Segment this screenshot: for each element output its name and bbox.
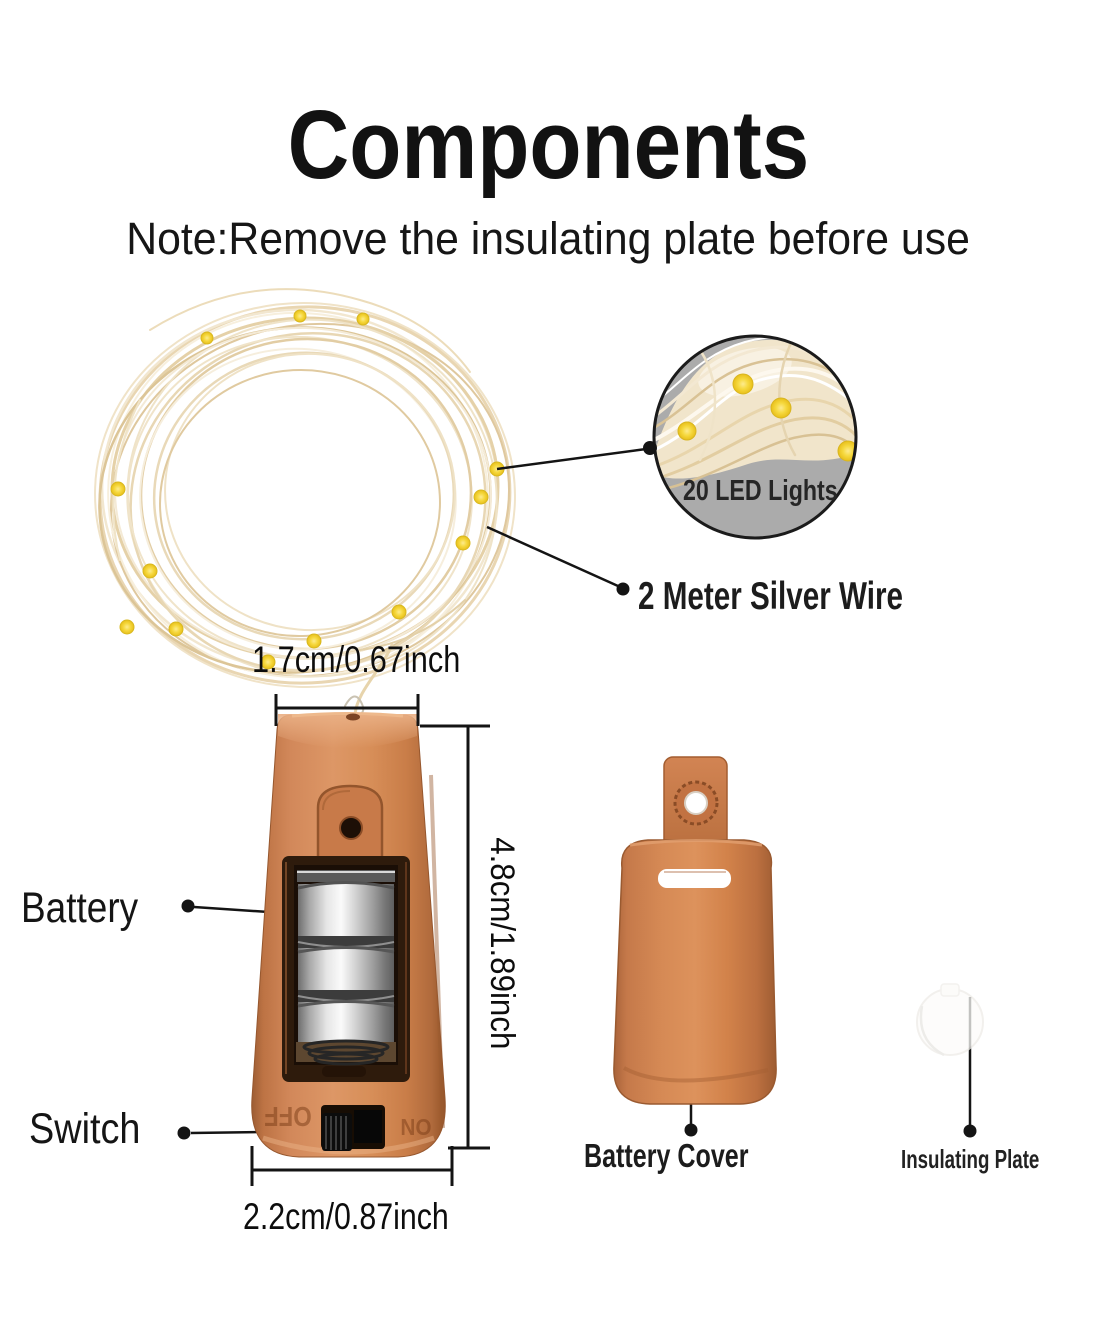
cork-light-unit xyxy=(251,712,446,1158)
cover-slot xyxy=(322,1066,366,1077)
battery-compartment xyxy=(282,856,410,1082)
height-dimension: 4.8cm/1.89inch xyxy=(483,836,521,1050)
insulating-plate-illustration xyxy=(916,983,984,1057)
battery-cells xyxy=(297,881,395,1042)
top-width-dimension: 1.7cm/0.67inch xyxy=(252,639,461,680)
battery-cover-illustration xyxy=(613,756,777,1105)
dimension-lines xyxy=(250,694,490,1186)
led-count-label: 20 LED Lights xyxy=(683,475,838,507)
cover-tab-slot xyxy=(658,869,731,888)
hanging-hole xyxy=(316,784,384,864)
switch-label: Switch xyxy=(29,1105,141,1153)
insulating-plate-label: Insulating Plate xyxy=(901,1144,1040,1174)
battery-label: Battery xyxy=(21,884,139,932)
silver-wire-label: 2 Meter Silver Wire xyxy=(638,575,903,618)
battery-spring xyxy=(296,1039,396,1066)
switch-on-marking: ON xyxy=(400,1114,432,1140)
bottom-width-dimension: 2.2cm/0.87inch xyxy=(243,1196,449,1237)
switch-off-marking: OFF xyxy=(264,1101,312,1132)
page-title: Components xyxy=(287,90,809,199)
battery-cover-label: Battery Cover xyxy=(584,1137,749,1174)
power-switch xyxy=(321,1105,385,1151)
wire-coil-illustration xyxy=(94,288,516,717)
usage-note: Note:Remove the insulating plate before … xyxy=(126,213,970,264)
magnifier-detail-circle xyxy=(652,334,858,540)
led-beads xyxy=(110,309,505,670)
